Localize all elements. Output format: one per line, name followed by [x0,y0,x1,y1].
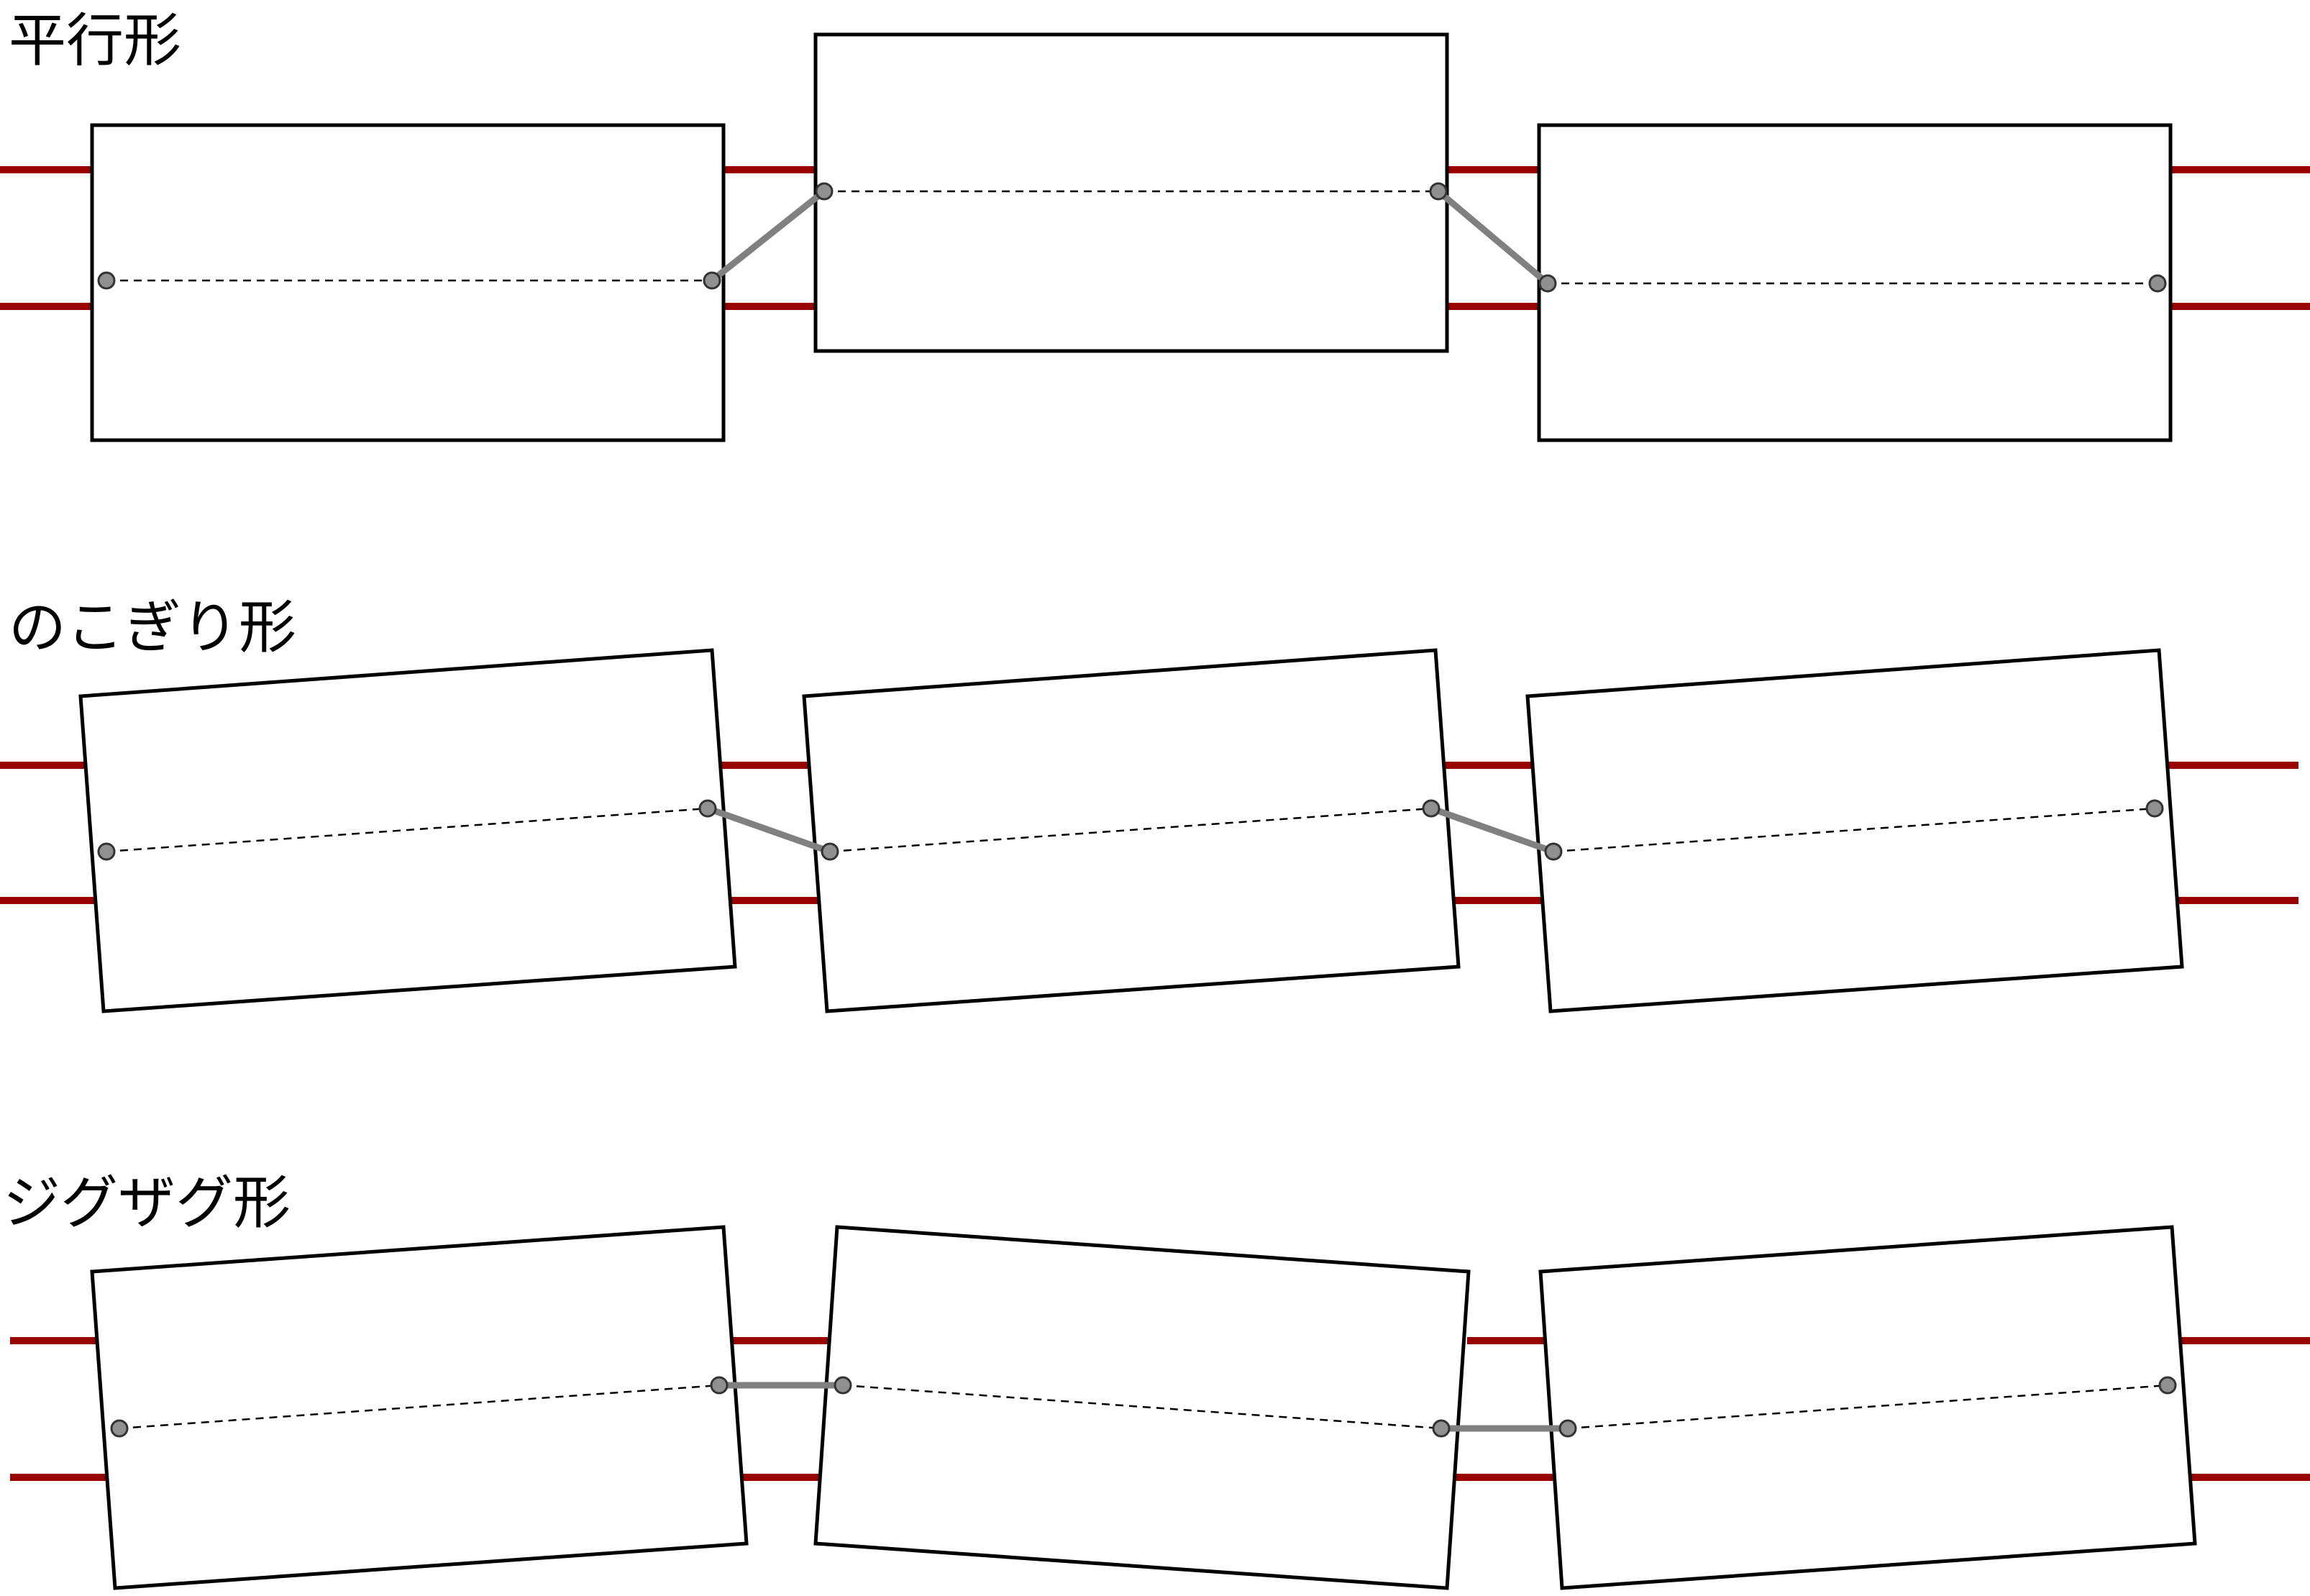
rails-parallel [0,166,2310,310]
section-title-sawtooth: のこぎり形 [9,594,296,661]
pivot-node [97,842,116,861]
coupling-link [706,805,831,855]
pivot-node [1544,842,1563,861]
rails-zigzag [10,1337,2310,1481]
pivot-node [710,1376,729,1395]
section-title-parallel: 平行形 [9,7,181,74]
pivot-node [703,271,721,290]
pivot-node [1429,182,1448,201]
section-zigzag: ジグザグ形 [3,1169,2310,1590]
car-box [90,123,726,442]
pivot-node [2158,1376,2177,1395]
pivot-node [815,182,834,201]
car-box [813,32,1449,353]
pivot-node [1558,1419,1577,1438]
pivot-node [821,842,839,861]
rails-sawtooth [0,762,2298,904]
pivot-node [1538,274,1557,293]
car-centerline [1567,1384,2168,1430]
pivot-node [698,799,717,818]
pivot-node [2145,799,2164,818]
car-box [813,1225,1471,1590]
pivot-node [834,1376,852,1395]
car-centerline [1553,807,2155,853]
coupling-link [1430,805,1555,855]
pivot-node [1432,1419,1451,1438]
pivot-node [110,1419,129,1438]
section-parallel: 平行形 [0,7,2310,442]
pivot-node [2148,274,2167,293]
section-sawtooth: のこぎり形 [0,594,2298,1013]
car-centerline [842,1384,1442,1430]
section-title-zigzag: ジグザグ形 [3,1169,291,1236]
car-centerline [829,807,1432,853]
pivot-node [97,271,116,290]
pivot-node [1422,799,1441,818]
coupling-link [1436,188,1550,286]
car-centerline [119,1384,720,1430]
car-centerline [106,807,708,853]
coupling-link [710,188,826,283]
